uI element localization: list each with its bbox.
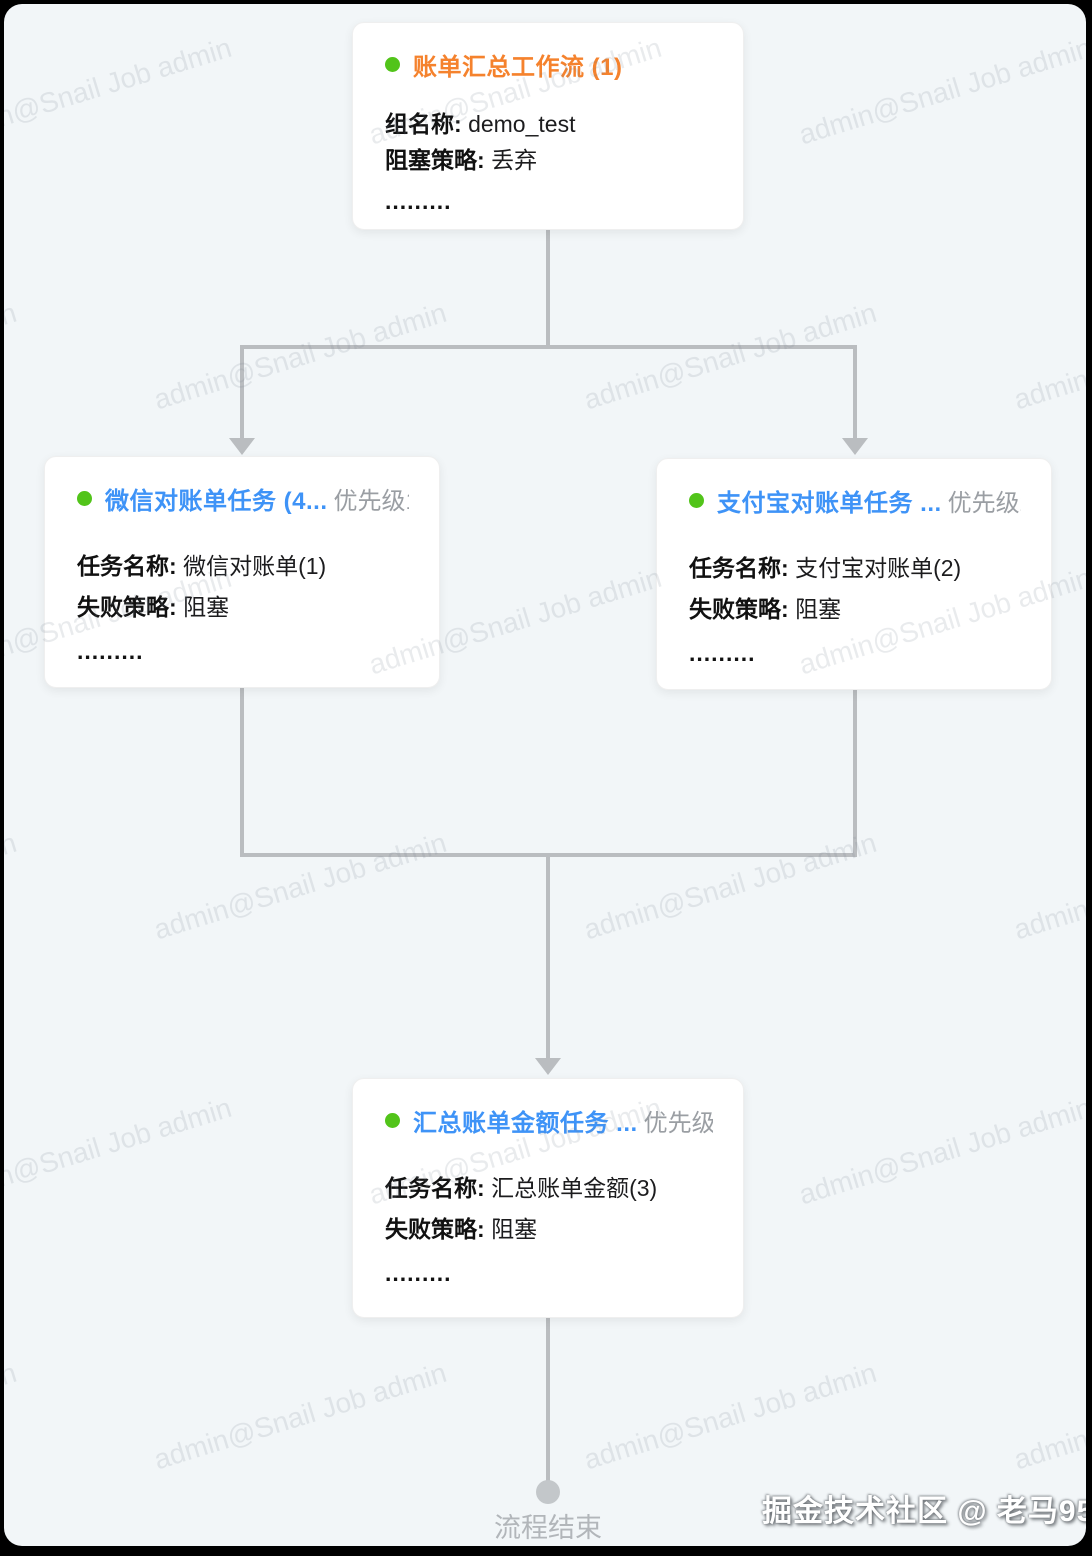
node-field: 组名称: demo_test xyxy=(385,106,713,142)
status-dot-icon xyxy=(385,57,400,72)
task-node-card-wechat[interactable]: 微信对账单任务 (4... 优先级1 任务名称: 微信对账单(1) 失败策略: … xyxy=(44,456,440,688)
field-label: 失败策略: xyxy=(77,594,177,620)
field-value: 汇总账单金额(3) xyxy=(491,1175,658,1201)
connector-line xyxy=(546,1316,550,1482)
node-field: 任务名称: 汇总账单金额(3) xyxy=(385,1168,713,1209)
watermark-text: admin@Snail Job admin xyxy=(150,1356,451,1476)
node-ellipsis: ......... xyxy=(77,638,144,664)
node-ellipsis: ......... xyxy=(689,640,756,666)
watermark-text: admin@Snail Job admin xyxy=(1010,827,1086,946)
node-body: 任务名称: 支付宝对账单(2) 失败策略: 阻塞 ......... xyxy=(689,548,1021,667)
node-priority: 优先级2 xyxy=(947,490,1021,517)
app-screen: 流程结束 账单汇总工作流 (1) 组名称: demo_test xyxy=(4,4,1086,1546)
connector-line xyxy=(546,229,550,349)
watermark-text: admin@Snail Job admin xyxy=(795,1091,1086,1211)
task-node-card-summary[interactable]: 汇总账单金额任务 ... 优先级1 任务名称: 汇总账单金额(3) 失败策略: … xyxy=(352,1078,744,1318)
connector-line xyxy=(240,687,244,857)
connector-line xyxy=(853,345,857,440)
node-header: 微信对账单任务 (4... 优先级1 xyxy=(77,481,409,516)
watermark-text: admin@Snail Job admin xyxy=(150,296,451,416)
field-value: demo_test xyxy=(468,111,576,137)
node-ellipsis: ......... xyxy=(385,188,452,214)
field-label: 失败策略: xyxy=(689,596,789,622)
node-field: 阻塞策略: 丢弃 xyxy=(385,142,713,178)
flow-end-label: 流程结束 xyxy=(494,1513,602,1543)
status-dot-icon xyxy=(689,493,704,508)
connector-line xyxy=(240,345,857,349)
watermark-text: admin@Snail Job admin xyxy=(1010,1357,1086,1476)
node-title: 账单汇总工作流 (1) xyxy=(413,54,623,81)
field-label: 任务名称: xyxy=(385,1175,485,1201)
arrow-down-icon xyxy=(229,438,255,455)
arrow-down-icon xyxy=(535,1058,561,1075)
watermark-text: admin@Snail Job admin xyxy=(580,826,881,946)
node-body: 任务名称: 汇总账单金额(3) 失败策略: 阻塞 ......... xyxy=(385,1168,713,1287)
watermark-text: admin@Snail Job admin xyxy=(4,31,236,151)
task-node-card-alipay[interactable]: 支付宝对账单任务 ... 优先级2 任务名称: 支付宝对账单(2) 失败策略: … xyxy=(656,458,1052,690)
node-field: 失败策略: 阻塞 xyxy=(77,587,409,628)
connector-line xyxy=(546,853,550,1059)
node-header: 支付宝对账单任务 ... 优先级2 xyxy=(689,483,1021,518)
status-dot-icon xyxy=(77,491,92,506)
field-label: 组名称: xyxy=(385,111,462,137)
node-title: 汇总账单金额任务 ... xyxy=(413,1110,638,1137)
workflow-node-card[interactable]: 账单汇总工作流 (1) 组名称: demo_test 阻塞策略: 丢弃 ....… xyxy=(352,22,744,230)
node-header: 账单汇总工作流 (1) xyxy=(385,47,713,82)
watermark-text: admin@Snail Job admin xyxy=(4,1356,21,1476)
node-priority: 优先级1 xyxy=(333,488,409,515)
field-value: 微信对账单(1) xyxy=(183,553,327,579)
field-label: 任务名称: xyxy=(77,553,177,579)
field-value: 阻塞 xyxy=(183,594,230,620)
field-value: 丢弃 xyxy=(491,147,538,173)
watermark-text: admin@Snail Job admin xyxy=(580,1356,881,1476)
flow-end-dot xyxy=(536,1480,560,1504)
field-value: 阻塞 xyxy=(795,596,842,622)
node-body: 任务名称: 微信对账单(1) 失败策略: 阻塞 ......... xyxy=(77,546,409,665)
node-title: 微信对账单任务 (4... xyxy=(105,488,328,515)
watermark-text: admin@Snail Job admin xyxy=(4,826,21,946)
connector-line xyxy=(853,690,857,857)
node-priority: 优先级1 xyxy=(643,1110,713,1137)
credit-watermark: 掘金技术社区 @ 老马9527 xyxy=(762,1495,1086,1528)
node-body: 组名称: demo_test 阻塞策略: 丢弃 ......... xyxy=(385,106,713,215)
field-label: 阻塞策略: xyxy=(385,147,485,173)
node-field: 任务名称: 支付宝对账单(2) xyxy=(689,548,1021,589)
watermark-text: admin@Snail Job admin xyxy=(1010,297,1086,416)
node-field: 任务名称: 微信对账单(1) xyxy=(77,546,409,587)
watermark-text: admin@Snail Job admin xyxy=(795,31,1086,151)
node-title: 支付宝对账单任务 ... xyxy=(717,490,942,517)
node-header: 汇总账单金额任务 ... 优先级1 xyxy=(385,1103,713,1138)
field-label: 任务名称: xyxy=(689,555,789,581)
node-field: 失败策略: 阻塞 xyxy=(689,589,1021,630)
watermark-text: admin@Snail Job admin xyxy=(4,1091,236,1211)
arrow-down-icon xyxy=(842,438,868,455)
field-label: 失败策略: xyxy=(385,1216,485,1242)
status-dot-icon xyxy=(385,1113,400,1128)
watermark-text: admin@Snail Job admin xyxy=(580,296,881,416)
node-ellipsis: ......... xyxy=(385,1260,452,1286)
connector-line xyxy=(240,345,244,440)
node-field: 失败策略: 阻塞 xyxy=(385,1209,713,1250)
field-value: 支付宝对账单(2) xyxy=(795,555,962,581)
watermark-text: admin@Snail Job admin xyxy=(150,826,451,946)
field-value: 阻塞 xyxy=(491,1216,538,1242)
watermark-text: admin@Snail Job admin xyxy=(4,296,21,416)
